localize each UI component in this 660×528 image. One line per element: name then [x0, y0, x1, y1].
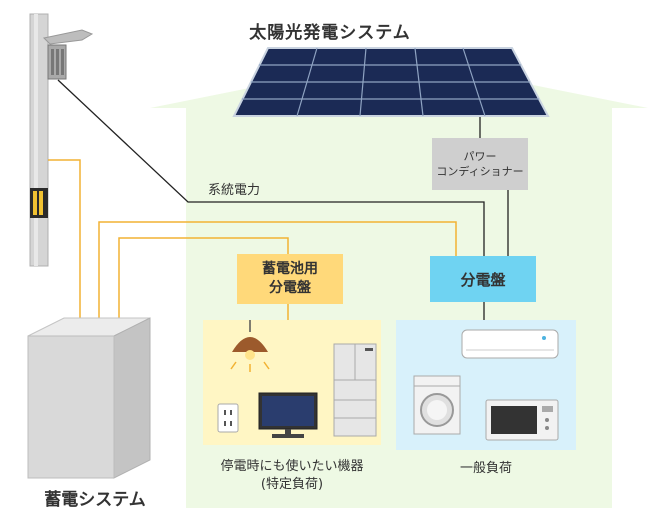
outlet-icon — [217, 403, 239, 433]
page-title: 太陽光発電システム — [249, 23, 411, 43]
power-conditioner-line1: パワー — [463, 150, 497, 163]
air-conditioner-icon — [461, 329, 559, 359]
refrigerator-icon — [333, 343, 377, 437]
washing-machine-icon — [413, 375, 461, 435]
battery-system-label: 蓄電システム — [44, 490, 146, 510]
main-distribution-panel: 分電盤 — [430, 256, 536, 302]
backup-caption-line2: (特定負荷) — [260, 477, 324, 492]
tv-icon — [258, 392, 318, 438]
battery-panel-line1: 蓄電池用 — [262, 261, 318, 277]
backup-load-caption: 停電時にも使いたい機器 (特定負荷) — [195, 458, 389, 494]
microwave-icon — [485, 399, 559, 441]
lamp-icon — [230, 320, 270, 372]
battery-panel-line2: 分電盤 — [269, 280, 311, 296]
general-load-caption: 一般負荷 — [459, 461, 512, 476]
backup-caption-line1: 停電時にも使いたい機器 — [220, 459, 364, 474]
power-conditioner: パワー コンディショナー — [432, 138, 528, 190]
power-conditioner-line2: コンディショナー — [436, 165, 524, 178]
grid-power-label: 系統電力 — [208, 183, 261, 198]
battery-distribution-panel: 蓄電池用 分電盤 — [237, 254, 343, 304]
main-panel-label: 分電盤 — [460, 270, 506, 289]
